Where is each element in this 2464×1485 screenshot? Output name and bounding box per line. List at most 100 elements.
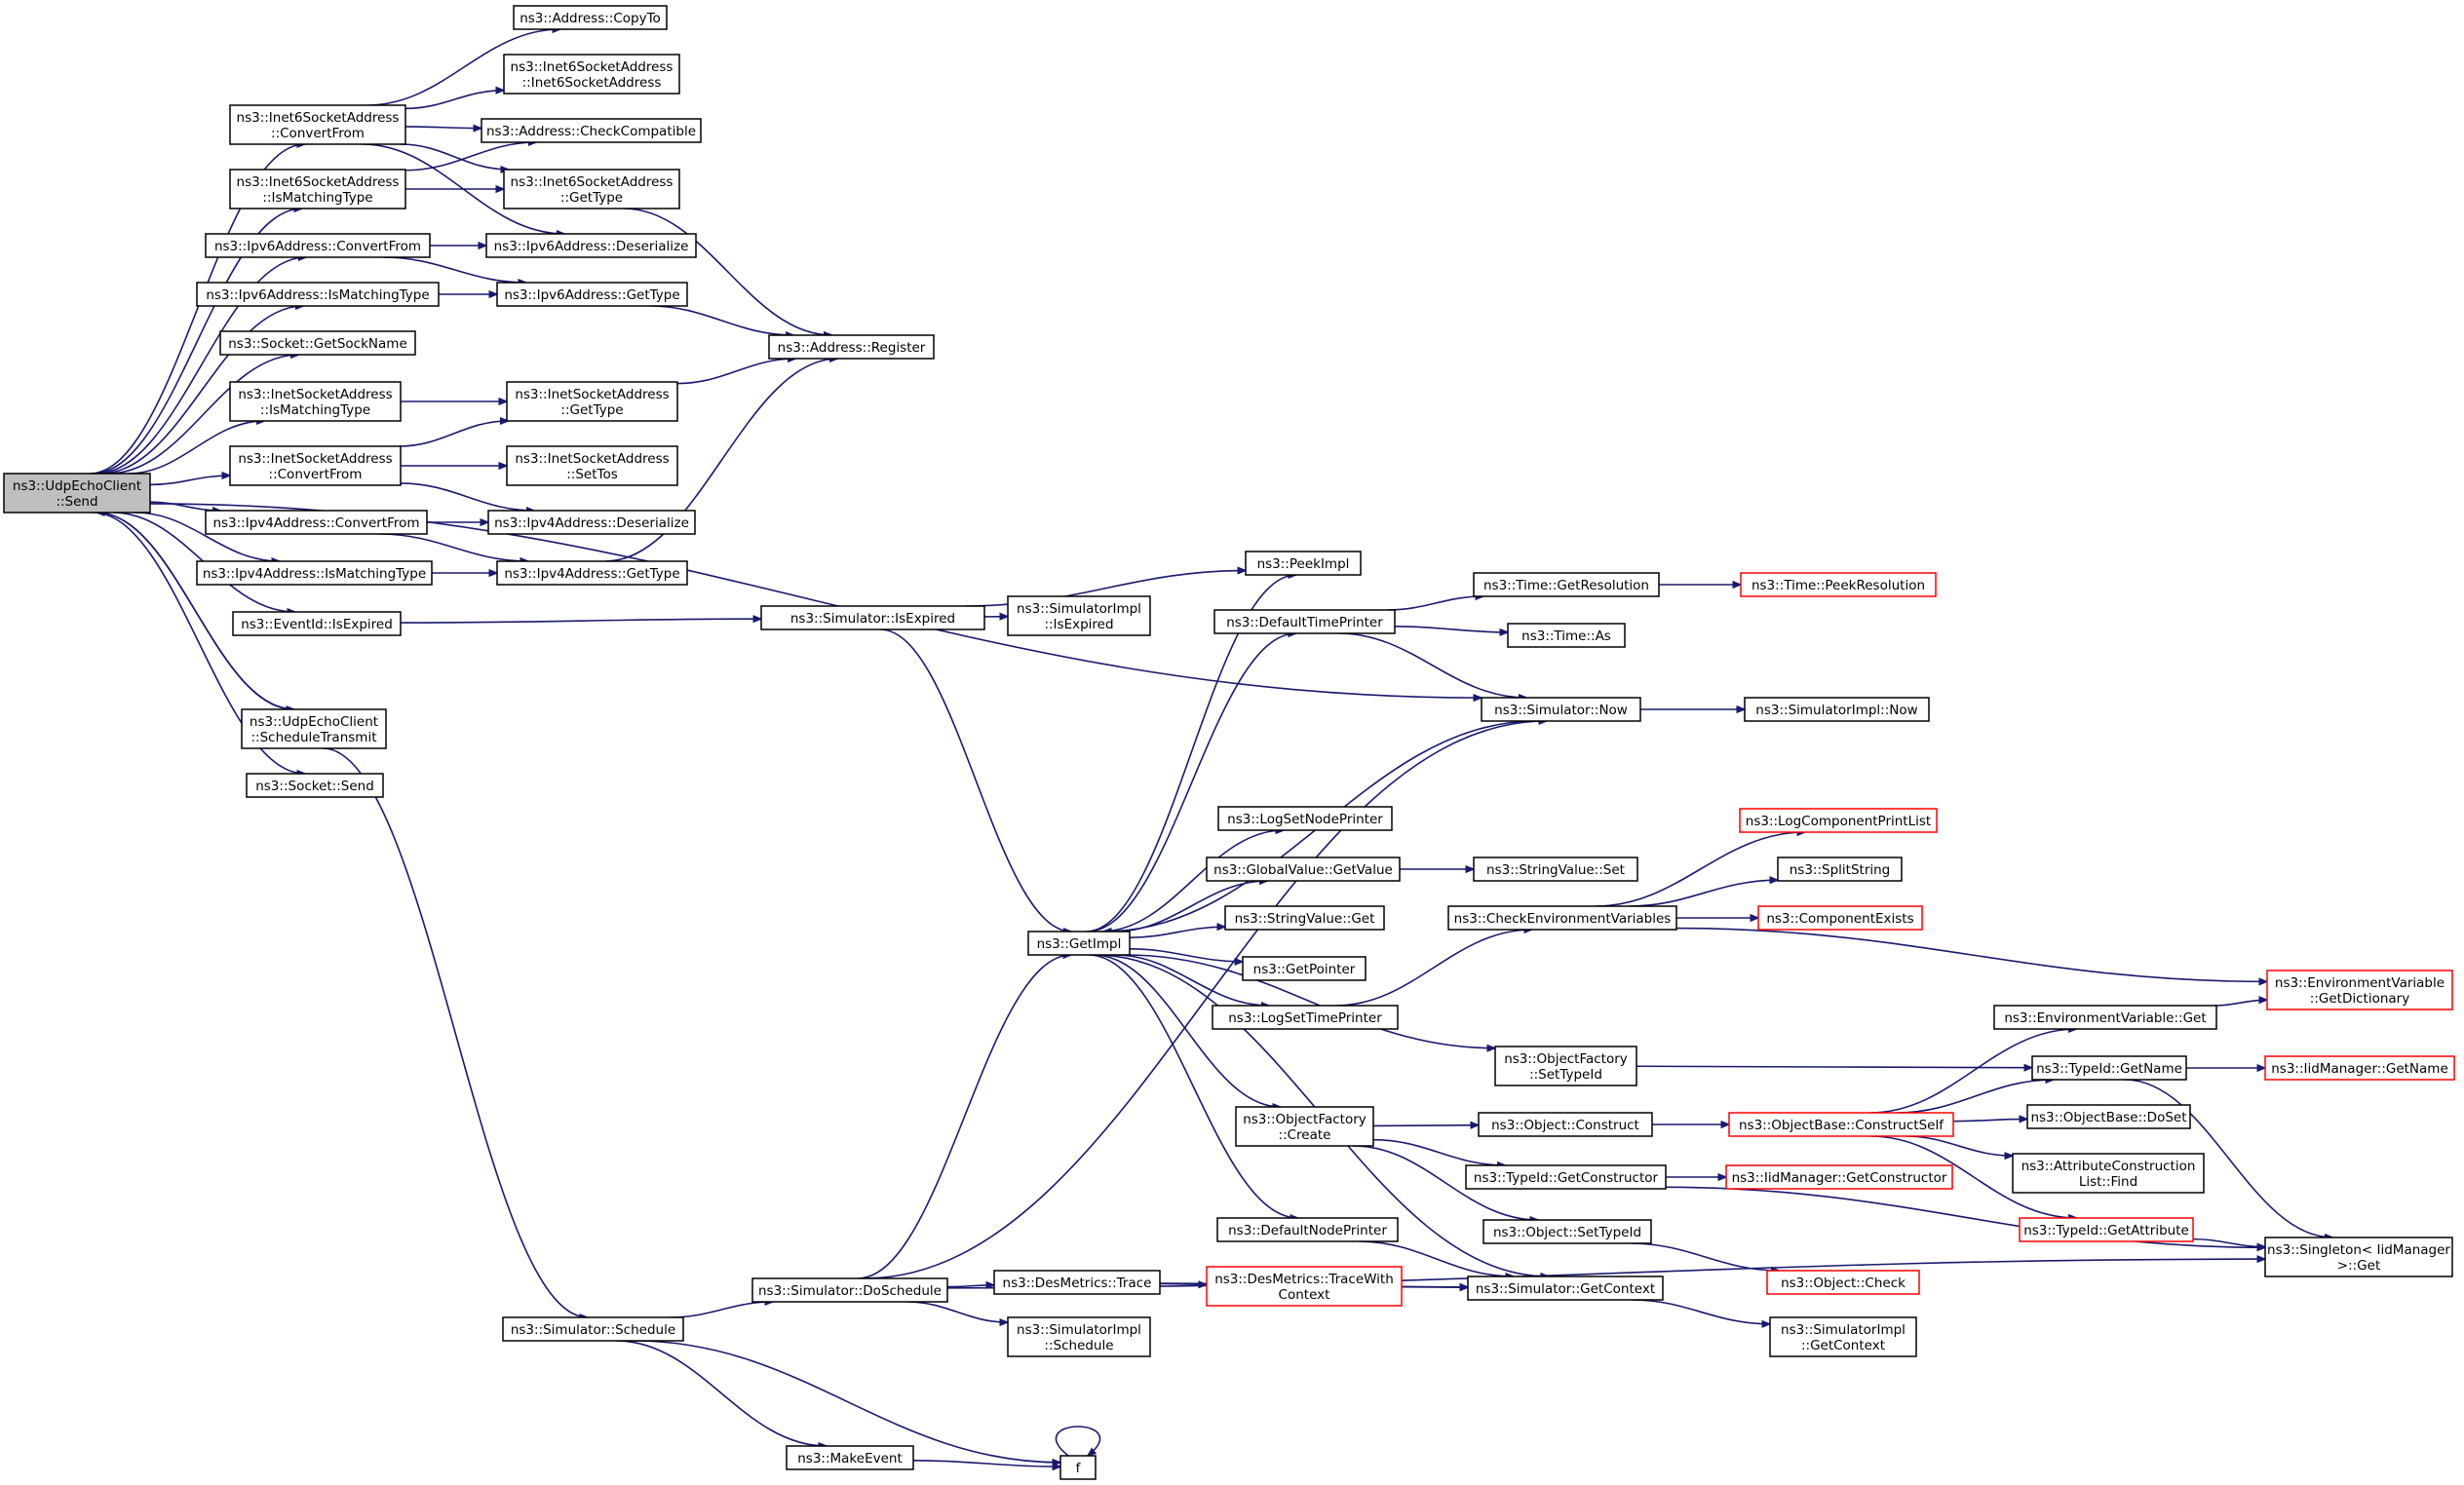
node-sock_getsockname[interactable]: ns3::Socket::GetSockName [219, 330, 416, 356]
node-typeid_getattr[interactable]: ns3::TypeId::GetAttribute [2019, 1217, 2194, 1242]
edge-uec_schedtx-to-send [96, 513, 294, 710]
node-sim_now[interactable]: ns3::Simulator::Now [1481, 697, 1641, 722]
node-label: ns3::StringValue::Get [1235, 911, 1375, 927]
node-logsettimeprinter[interactable]: ns3::LogSetTimePrinter [1212, 1005, 1399, 1030]
node-sim_isexpired[interactable]: ns3::Simulator::IsExpired [760, 605, 985, 630]
node-objbase_doset[interactable]: ns3::ObjectBase::DoSet [2026, 1104, 2191, 1129]
edge-objbase_constructself-to-typeid_getname [1896, 1080, 2054, 1114]
node-deftimeprinter[interactable]: ns3::DefaultTimePrinter [1213, 609, 1396, 634]
node-iidmgr_getctor[interactable]: ns3::IidManager::GetConstructor [1725, 1164, 1953, 1190]
node-i6_convert[interactable]: ns3::Inet6SocketAddress::ConvertFrom [229, 104, 406, 145]
node-typeid_getctor[interactable]: ns3::TypeId::GetConstructor [1465, 1164, 1667, 1190]
node-ip6_ismatch[interactable]: ns3::Ipv6Address::IsMatchingType [196, 282, 440, 307]
edge-sim_schedule-to-sim_doschedule [670, 1302, 773, 1318]
node-simimpl_now[interactable]: ns3::SimulatorImpl::Now [1744, 697, 1930, 722]
node-label: ns3::LogSetTimePrinter [1228, 1010, 1382, 1026]
node-desm_trace[interactable]: ns3::DesMetrics::Trace [993, 1270, 1161, 1295]
node-label: ns3::Ipv6Address::Deserialize [494, 239, 689, 254]
node-label: ns3::Ipv4Address::Deserialize [494, 515, 689, 531]
node-label: ns3::Ipv6Address::IsMatchingType [206, 287, 429, 303]
node-i4s_gettype[interactable]: ns3::InetSocketAddress::GetType [506, 381, 678, 422]
node-logsetnodeprinter[interactable]: ns3::LogSetNodePrinter [1217, 806, 1393, 831]
node-send[interactable]: ns3::UdpEchoClient::Send [3, 473, 151, 514]
node-getpointer[interactable]: ns3::GetPointer [1242, 956, 1367, 981]
node-objfactory_settypeid[interactable]: ns3::ObjectFactory::SetTypeId [1494, 1046, 1637, 1086]
node-eventid_isexpired[interactable]: ns3::EventId::IsExpired [232, 611, 402, 636]
node-objbase_constructself[interactable]: ns3::ObjectBase::ConstructSelf [1728, 1112, 1954, 1137]
node-label: ::IsExpired [1044, 617, 1113, 632]
edge-i6_gettype-to-addr_register [623, 208, 832, 335]
node-time_as[interactable]: ns3::Time::As [1507, 623, 1626, 648]
node-ip6_gettype[interactable]: ns3::Ipv6Address::GetType [496, 282, 688, 307]
edge-sim_getcontext-to-simimpl_getcontext [1632, 1299, 1770, 1324]
node-addr_checkcompat[interactable]: ns3::Address::CheckCompatible [481, 118, 702, 143]
node-i4s_settos[interactable]: ns3::InetSocketAddress::SetTos [506, 445, 678, 486]
node-addr_register[interactable]: ns3::Address::Register [768, 334, 935, 360]
node-label: ns3::Time::As [1521, 628, 1611, 644]
node-sock_send[interactable]: ns3::Socket::Send [246, 773, 384, 798]
node-iidmgr_getname[interactable]: ns3::IidManager::GetName [2264, 1055, 2455, 1081]
edge-getimpl-to-getpointer [1129, 948, 1243, 962]
node-box [1212, 1005, 1399, 1030]
node-envvar_get[interactable]: ns3::EnvironmentVariable::Get [1993, 1005, 2217, 1030]
node-object_settypeid[interactable]: ns3::Object::SetTypeId [1482, 1219, 1652, 1244]
node-splitstring[interactable]: ns3::SplitString [1777, 857, 1903, 882]
node-checkenv[interactable]: ns3::CheckEnvironmentVariables [1447, 905, 1677, 931]
node-label: ::SetTos [566, 467, 618, 482]
node-simimpl_isexpired[interactable]: ns3::SimulatorImpl::IsExpired [1007, 595, 1151, 636]
node-uec_schedtx[interactable]: ns3::UdpEchoClient::ScheduleTransmit [241, 708, 387, 749]
node-sim_schedule[interactable]: ns3::Simulator::Schedule [502, 1316, 684, 1342]
node-i6_ctor[interactable]: ns3::Inet6SocketAddress::Inet6SocketAddr… [503, 54, 680, 95]
node-label: ns3::IidManager::GetName [2271, 1061, 2448, 1077]
node-ip4_gettype[interactable]: ns3::Ipv4Address::GetType [496, 560, 688, 586]
edge-makeevent-to-f [912, 1459, 1060, 1466]
node-f[interactable]: f [1059, 1455, 1097, 1480]
node-envvar_getdict[interactable]: ns3::EnvironmentVariable::GetDictionary [2266, 970, 2453, 1010]
node-simimpl_schedule[interactable]: ns3::SimulatorImpl::Schedule [1007, 1316, 1151, 1357]
node-label: ns3::EnvironmentVariable [2275, 975, 2445, 991]
node-i4s_ismatch[interactable]: ns3::InetSocketAddress::IsMatchingType [229, 381, 402, 422]
node-i4s_convert[interactable]: ns3::InetSocketAddress::ConvertFrom [229, 445, 402, 486]
node-compexists[interactable]: ns3::ComponentExists [1757, 905, 1923, 931]
edge-ip4_convert-to-ip4_gettype [379, 533, 528, 561]
node-label: ns3::EnvironmentVariable::Get [2004, 1010, 2206, 1026]
node-ip4_convert[interactable]: ns3::Ipv4Address::ConvertFrom [205, 510, 428, 535]
node-addr_copyto[interactable]: ns3::Address::CopyTo [513, 5, 668, 30]
node-gv_getvalue[interactable]: ns3::GlobalValue::GetValue [1206, 857, 1401, 882]
node-box [1447, 905, 1677, 931]
node-object_check[interactable]: ns3::Object::Check [1766, 1270, 1920, 1295]
node-time_getres[interactable]: ns3::Time::GetResolution [1473, 572, 1660, 597]
node-simimpl_getcontext[interactable]: ns3::SimulatorImpl::GetContext [1769, 1316, 1917, 1357]
node-ip4_ismatch[interactable]: ns3::Ipv4Address::IsMatchingType [196, 560, 433, 586]
node-label: ns3::Object::Construct [1491, 1118, 1639, 1133]
node-label: ::GetDictionary [2310, 991, 2409, 1007]
node-sim_doschedule[interactable]: ns3::Simulator::DoSchedule [751, 1277, 948, 1303]
node-ip6_convert[interactable]: ns3::Ipv6Address::ConvertFrom [205, 233, 431, 258]
node-defnodeprinter[interactable]: ns3::DefaultNodePrinter [1216, 1217, 1399, 1242]
edge-envvar_get-to-envvar_getdict [2214, 1000, 2267, 1007]
node-strval_set[interactable]: ns3::StringValue::Set [1473, 857, 1638, 882]
node-box [1481, 697, 1641, 722]
node-box [1728, 1112, 1954, 1137]
node-label: ns3::LogComponentPrintList [1746, 814, 1931, 829]
node-peekimpl[interactable]: ns3::PeekImpl [1245, 551, 1362, 576]
node-typeid_getname[interactable]: ns3::TypeId::GetName [2031, 1055, 2187, 1081]
node-logcompprintlist[interactable]: ns3::LogComponentPrintList [1739, 808, 1938, 833]
node-object_construct[interactable]: ns3::Object::Construct [1478, 1112, 1653, 1137]
node-ip4_deser[interactable]: ns3::Ipv4Address::Deserialize [487, 510, 696, 535]
node-getimpl[interactable]: ns3::GetImpl [1027, 931, 1131, 956]
edge-send-to-ip4_ismatch [135, 512, 279, 561]
node-makeevent[interactable]: ns3::MakeEvent [786, 1445, 914, 1470]
node-i6_ismatch[interactable]: ns3::Inet6SocketAddress::IsMatchingType [229, 169, 406, 209]
node-box [1206, 857, 1401, 882]
node-objfactory_create[interactable]: ns3::ObjectFactory::Create [1235, 1106, 1374, 1147]
node-time_peekres[interactable]: ns3::Time::PeekResolution [1740, 572, 1937, 597]
node-strval_get[interactable]: ns3::StringValue::Get [1224, 905, 1385, 931]
node-singleton_get[interactable]: ns3::Singleton< IidManager >::Get [2264, 1237, 2453, 1277]
node-sim_getcontext[interactable]: ns3::Simulator::GetContext [1467, 1276, 1664, 1301]
node-i6_gettype[interactable]: ns3::Inet6SocketAddress::GetType [503, 169, 680, 209]
node-ip6_deser[interactable]: ns3::Ipv6Address::Deserialize [485, 233, 697, 258]
